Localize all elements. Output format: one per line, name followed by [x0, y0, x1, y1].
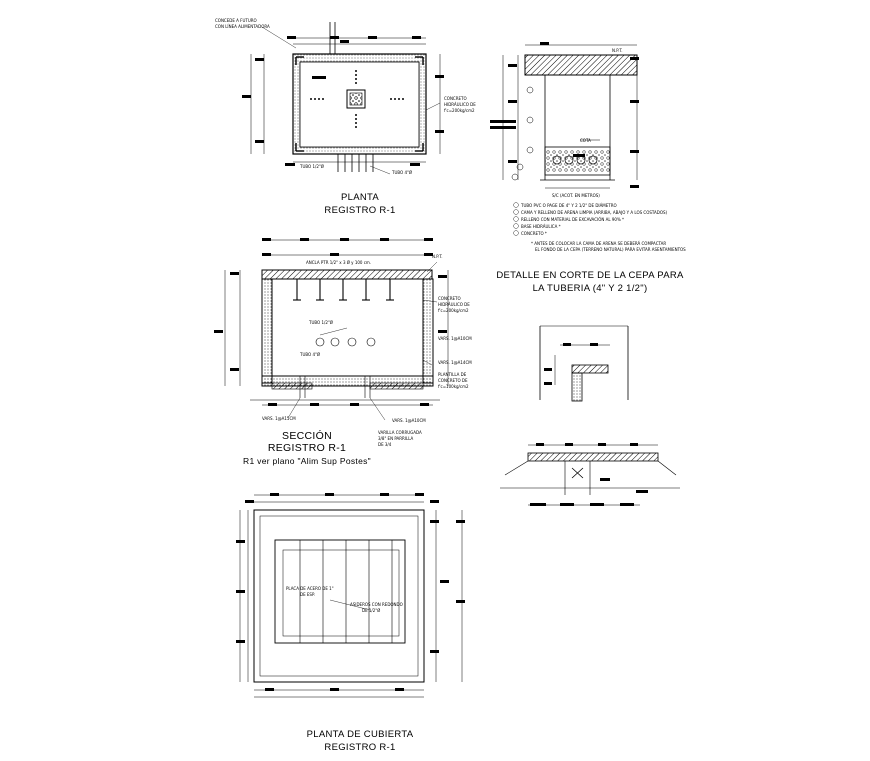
seccion-npt-label: N.P.T. [432, 254, 443, 259]
seccion-note-plantilla-3: f'c=100kg/cm2 [438, 384, 469, 389]
planta-note-concrete: CONCRETO [444, 96, 467, 101]
seccion-note-tube: TUBO 1/2"Ø [308, 320, 333, 325]
cepa-legend-item: RELLENO CON MATERIAL DE EXCAVACIÓN AL 90… [521, 217, 624, 222]
planta-note-top: CONCEDE A FUTURO [215, 18, 257, 23]
seccion-note-concrete: CONCRETO [438, 296, 461, 301]
cepa-scale-note: S/C (ACOT. EN METROS) [552, 193, 600, 198]
cepa-subtitle: LA TUBERIA (4" Y 2 1/2") [532, 283, 648, 294]
cepa-legend-item: CAMA Y RELLENO DE ARENA LIMPIA (ARRIBA, … [521, 210, 668, 215]
seccion-note-varilla-3: DE 3/4 [378, 442, 392, 447]
cepa-cota-label: COTA [580, 138, 591, 143]
planta-note-concrete-2: HIDRÁULICO DE [444, 102, 476, 107]
cubierta-handle-note-2: DE 1/2"Ø [362, 608, 380, 613]
seccion-drawing [214, 238, 449, 421]
cepa-footnote-2: EL FONDO DE LA CEPA (TERRENO NATURAL) PA… [535, 247, 686, 252]
cepa-footnote: * ANTES DE COLOCAR LA CAMA DE ARENA SE D… [531, 241, 666, 246]
planta-note-top-2: CON LÍNEA ALIMENTADORA [215, 24, 270, 29]
cubierta-title: PLANTA DE CUBIERTA [306, 729, 414, 740]
cubierta-drawing [236, 493, 465, 698]
seccion-note-concrete-3: f'c=200kg/cm2 [438, 308, 469, 313]
seccion-note-var4: VARS. 1@A10CM [392, 418, 426, 423]
seccion-note-var3: VARS. 1@A15CM [262, 416, 296, 421]
seccion-reference: R1 ver plano "Alim Sup Postes" [243, 456, 371, 466]
seccion-anchor-note: ANCLA PTR 1/2" x 3 Ø y 100 cm. [306, 260, 371, 265]
seccion-note-var2: VARS. 1@A14CM [438, 360, 472, 365]
cubierta-handle-note: ASIDEROS CON REDONDO [350, 602, 403, 607]
wall-detail-drawing [539, 325, 629, 402]
planta-subtitle: REGISTRO R-1 [324, 205, 396, 216]
cepa-legend: TUBO PVC O PAGE DE 4" Y 2 1/2" DE DIÁMET… [513, 202, 686, 252]
seccion-note-varilla-2: 3/8" EN PARRILLA [378, 436, 414, 441]
planta-title: PLANTA [340, 192, 380, 203]
cepa-legend-item: CONCRETO * [521, 231, 547, 236]
seccion-note-plantilla: PLANTILLA DE [438, 372, 467, 377]
cubierta-plate-note-2: DE ESP. [300, 592, 315, 597]
seccion-note-var1: VARS. 1@A10CM [438, 336, 472, 341]
cepa-title: DETALLE EN CORTE DE LA CEPA PARA [496, 270, 684, 281]
planta-note-tube: TUBO 1/2"Ø [299, 164, 324, 169]
cepa-legend-item: BASE HIDRÁULICA * [521, 224, 561, 229]
cubierta-plate-note: PLACA DE ACERO DE 1" [286, 586, 334, 591]
seccion-note-varilla: VARILLA CORRUGADA [378, 430, 422, 435]
seccion-note-tube-2: TUBO 4"Ø [299, 352, 320, 357]
seccion-note-concrete-2: HIDRÁULICO DE [438, 302, 470, 307]
cepa-npt-label: N.P.T. [612, 48, 623, 53]
seccion-note-plantilla-2: CONCRETO DE [438, 378, 468, 383]
cepa-legend-item: TUBO PVC O PAGE DE 4" Y 2 1/2" DE DIÁMET… [520, 203, 617, 208]
planta-note-tube-2: TUBO 4"Ø [391, 170, 412, 175]
seccion-title: SECCIÓN [282, 430, 332, 442]
planta-note-concrete-3: f'c=200kg/cm2 [444, 108, 475, 113]
cubierta-subtitle: REGISTRO R-1 [324, 742, 396, 753]
cepa-detail-drawing [490, 42, 639, 189]
seccion-subtitle: REGISTRO R-1 [267, 442, 347, 454]
planta-drawing [242, 22, 444, 175]
anchor-detail-drawing [500, 443, 680, 506]
